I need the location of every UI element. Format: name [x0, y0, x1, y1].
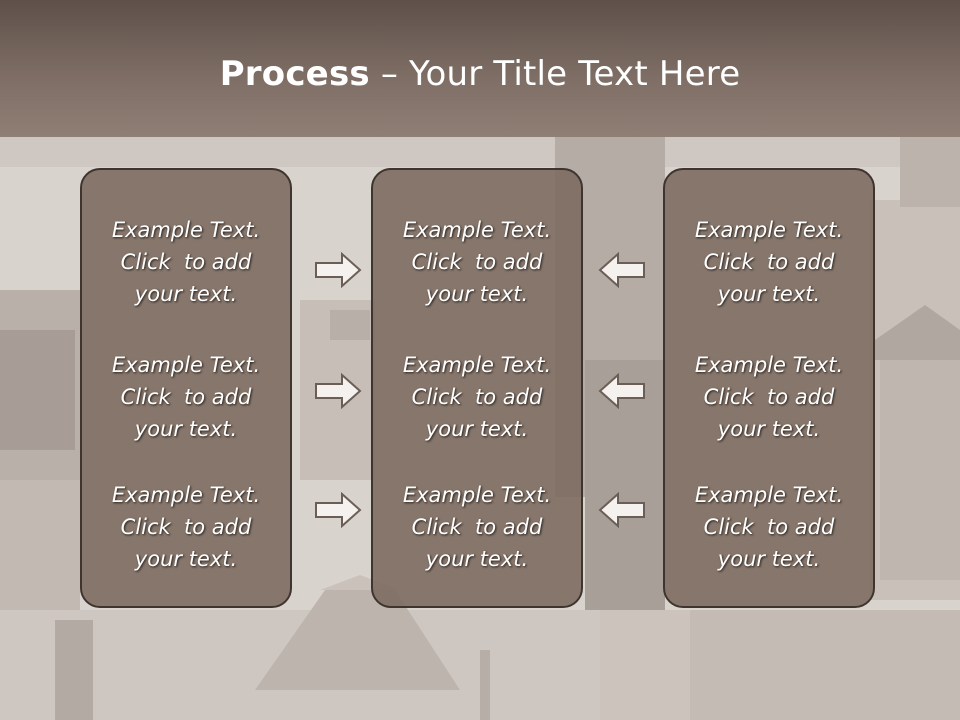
text-placeholder[interactable]: Example Text. Click to add your text.: [665, 214, 873, 310]
text-line: Click to add: [703, 515, 835, 539]
text-line: Example Text.: [402, 218, 552, 242]
text-line: Click to add: [411, 515, 543, 539]
text-line: Example Text.: [111, 353, 261, 377]
title-banner: [0, 0, 960, 137]
title-rest-text: – Your Title Text Here: [369, 54, 741, 94]
process-box-left: Example Text. Click to add your text. Ex…: [80, 168, 292, 608]
text-line: your text.: [717, 547, 821, 571]
right-arrow-icon: [315, 491, 362, 529]
text-line: your text.: [425, 547, 529, 571]
slide-title[interactable]: Process – Your Title Text Here: [0, 52, 960, 96]
text-placeholder[interactable]: Example Text. Click to add your text.: [373, 214, 581, 310]
text-placeholder[interactable]: Example Text. Click to add your text.: [373, 479, 581, 575]
text-line: your text.: [425, 417, 529, 441]
text-line: Example Text.: [694, 483, 844, 507]
text-line: Example Text.: [402, 353, 552, 377]
text-line: Click to add: [120, 250, 252, 274]
text-line: Click to add: [120, 515, 252, 539]
text-line: Example Text.: [111, 218, 261, 242]
right-arrow-icon: [315, 372, 362, 410]
title-bold-text: Process: [219, 54, 370, 94]
text-line: your text.: [134, 547, 238, 571]
text-placeholder[interactable]: Example Text. Click to add your text.: [373, 349, 581, 445]
text-placeholder[interactable]: Example Text. Click to add your text.: [665, 349, 873, 445]
text-line: your text.: [717, 417, 821, 441]
text-line: Click to add: [120, 385, 252, 409]
text-line: Click to add: [703, 385, 835, 409]
left-arrow-icon: [598, 251, 645, 289]
text-line: your text.: [134, 417, 238, 441]
text-line: Example Text.: [111, 483, 261, 507]
text-placeholder[interactable]: Example Text. Click to add your text.: [82, 479, 290, 575]
process-box-center: Example Text. Click to add your text. Ex…: [371, 168, 583, 608]
right-arrow-icon: [315, 251, 362, 289]
text-line: Example Text.: [402, 483, 552, 507]
text-line: Click to add: [411, 250, 543, 274]
text-line: your text.: [425, 282, 529, 306]
text-line: your text.: [134, 282, 238, 306]
text-line: Click to add: [411, 385, 543, 409]
text-placeholder[interactable]: Example Text. Click to add your text.: [665, 479, 873, 575]
text-placeholder[interactable]: Example Text. Click to add your text.: [82, 214, 290, 310]
process-box-right: Example Text. Click to add your text. Ex…: [663, 168, 875, 608]
text-line: Click to add: [703, 250, 835, 274]
text-line: Example Text.: [694, 353, 844, 377]
left-arrow-icon: [598, 372, 645, 410]
left-arrow-icon: [598, 491, 645, 529]
text-placeholder[interactable]: Example Text. Click to add your text.: [82, 349, 290, 445]
text-line: Example Text.: [694, 218, 844, 242]
text-line: your text.: [717, 282, 821, 306]
